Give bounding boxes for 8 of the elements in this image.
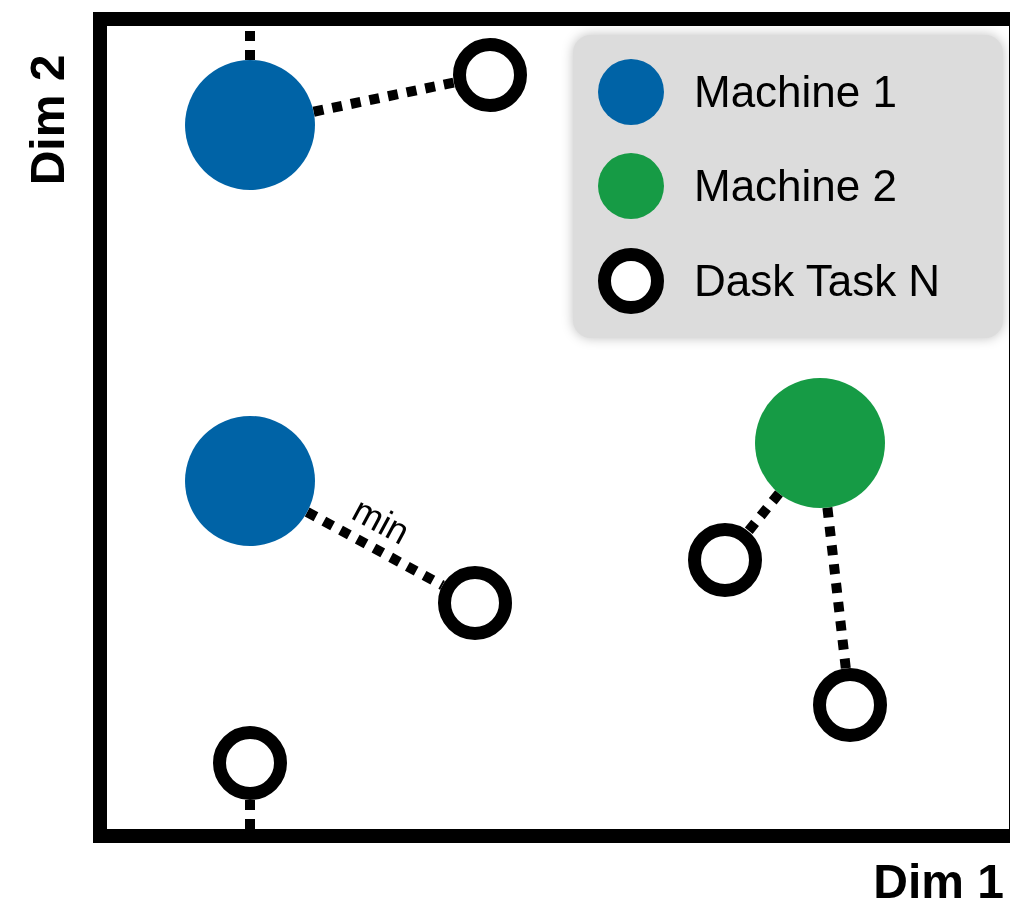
dotted-line <box>312 77 455 117</box>
dotted-line <box>245 800 255 829</box>
dotted-line <box>822 507 851 669</box>
axis-label: Dim 1 <box>873 858 1004 906</box>
legend-text: Machine 1 <box>694 70 897 115</box>
legend-text: Dask Task N <box>694 258 941 303</box>
axis-label: Dim 2 <box>24 54 72 186</box>
legend-text: Machine 2 <box>694 164 897 209</box>
